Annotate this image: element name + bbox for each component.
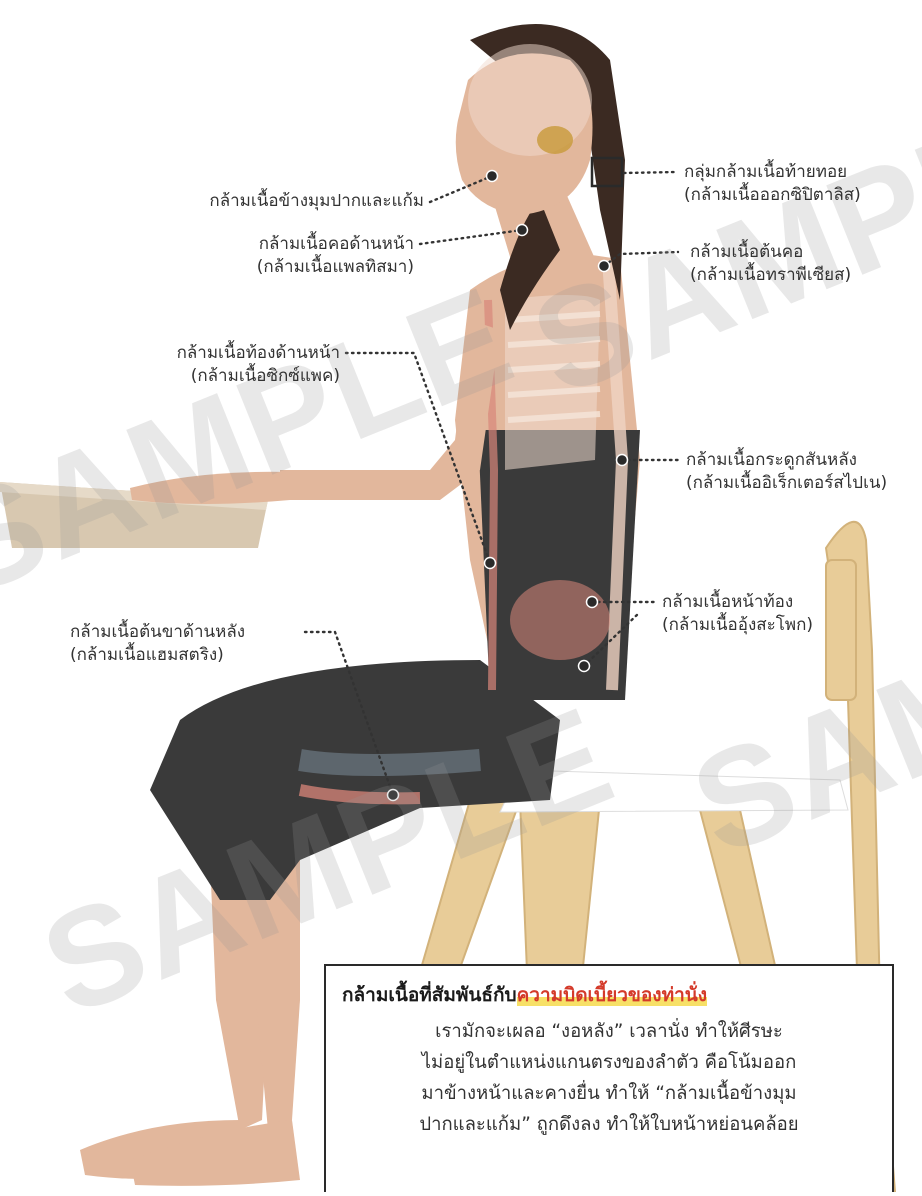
label-mouth-cheek: กล้ามเนื้อข้างมุมปากและแก้ม xyxy=(120,190,424,213)
label-subtitle: (กล้ามเนื้อออกซิปิตาลิส) xyxy=(684,184,861,207)
label-title: กล้ามเนื้อข้างมุมปากและแก้ม xyxy=(209,191,424,211)
info-box: กล้ามเนื้อที่สัมพันธ์กับความบิดเบี้ยวของ… xyxy=(324,964,894,1192)
label-title: กล้ามเนื้อหน้าท้อง xyxy=(662,591,813,614)
label-spine: กล้ามเนื้อกระดูกสันหลัง (กล้ามเนื้ออิเร็… xyxy=(686,449,887,495)
label-title: กลุ่มกล้ามเนื้อท้ายทอย xyxy=(684,161,861,184)
label-subtitle: (กล้ามเนื้อแฮมสตริง) xyxy=(70,644,245,667)
info-title-prefix: กล้ามเนื้อที่สัมพันธ์กับ xyxy=(342,984,517,1006)
label-abdomen-side: กล้ามเนื้อหน้าท้อง (กล้ามเนื้ออุ้งสะโพก) xyxy=(662,591,813,637)
label-occipital: กลุ่มกล้ามเนื้อท้ายทอย (กล้ามเนื้อออกซิป… xyxy=(684,161,861,207)
label-thigh-back: กล้ามเนื้อต้นขาด้านหลัง (กล้ามเนื้อแฮมสต… xyxy=(70,621,245,667)
label-title: กล้ามเนื้อคอด้านหน้า xyxy=(120,233,414,256)
info-line: เรามักจะเผลอ “งอหลัง” เวลานั่ง ทำให้ศีรษ… xyxy=(342,1016,876,1047)
label-title: กล้ามเนื้อต้นขาด้านหลัง xyxy=(70,621,245,644)
info-box-title: กล้ามเนื้อที่สัมพันธ์กับความบิดเบี้ยวของ… xyxy=(342,980,876,1010)
label-subtitle: (กล้ามเนื้อทราพีเซียส) xyxy=(690,264,851,287)
info-line: มาข้างหน้าและคางยื่น ทำให้ “กล้ามเนื้อข้… xyxy=(342,1078,876,1109)
label-title: กล้ามเนื้อกระดูกสันหลัง xyxy=(686,449,887,472)
info-box-body: เรามักจะเผลอ “งอหลัง” เวลานั่ง ทำให้ศีรษ… xyxy=(342,1016,876,1140)
label-neck-front: กล้ามเนื้อคอด้านหน้า (กล้ามเนื้อแพลทิสมา… xyxy=(120,233,414,279)
label-abdomen-front: กล้ามเนื้อท้องด้านหน้า (กล้ามเนื้อซิกซ์แ… xyxy=(40,342,340,388)
label-subtitle: (กล้ามเนื้ออิเร็กเตอร์สไปเน) xyxy=(686,472,887,495)
label-title: กล้ามเนื้อต้นคอ xyxy=(690,241,851,264)
info-title-highlight: ความบิดเบี้ยวของท่านั่ง xyxy=(517,984,707,1006)
label-subtitle: (กล้ามเนื้อแพลทิสมา) xyxy=(120,256,414,279)
info-line: ไม่อยู่ในตำแหน่งแกนตรงของลำตัว คือโน้มออ… xyxy=(342,1047,876,1078)
label-subtitle: (กล้ามเนื้ออุ้งสะโพก) xyxy=(662,614,813,637)
label-title: กล้ามเนื้อท้องด้านหน้า xyxy=(40,342,340,365)
label-neck-back: กล้ามเนื้อต้นคอ (กล้ามเนื้อทราพีเซียส) xyxy=(690,241,851,287)
label-subtitle: (กล้ามเนื้อซิกซ์แพค) xyxy=(40,365,340,388)
info-line: ปากและแก้ม” ถูกดึงลง ทำให้ใบหน้าหย่อนคล้… xyxy=(342,1109,876,1140)
